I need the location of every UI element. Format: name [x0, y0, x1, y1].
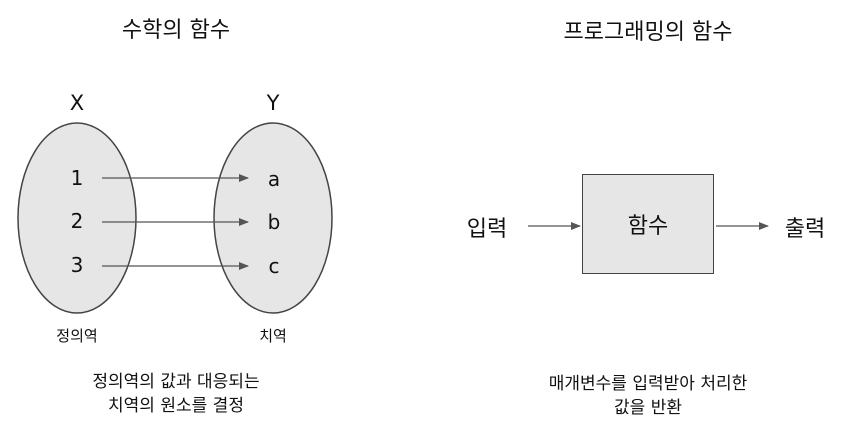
math-description-line-1: 정의역의 값과 대응되는 — [92, 372, 260, 392]
programming-description-line-2: 값을 반환 — [614, 398, 682, 418]
domain-caption: 정의역 — [56, 327, 98, 345]
domain-set-name: X — [69, 91, 85, 115]
codomain-set-name: Y — [266, 91, 280, 115]
codomain-element-b: b — [267, 210, 281, 234]
function-box — [582, 174, 714, 274]
function-box-label: 함수 — [627, 214, 669, 239]
codomain-caption: 치역 — [259, 327, 287, 345]
programming-description-line-1: 매개변수를 입력받아 처리한 — [548, 374, 748, 394]
domain-element-1: 1 — [70, 166, 84, 190]
input-label: 입력 — [466, 217, 508, 242]
domain-element-2: 2 — [70, 209, 84, 233]
codomain-element-a: a — [267, 167, 281, 191]
programming-function-title: 프로그래밍의 함수 — [563, 20, 733, 45]
programming-description: 매개변수를 입력받아 처리한 값을 반환 — [549, 372, 748, 420]
codomain-element-c: c — [268, 254, 280, 278]
output-label: 출력 — [784, 217, 826, 242]
math-description: 정의역의 값과 대응되는 치역의 원소를 결정 — [92, 370, 259, 418]
domain-element-3: 3 — [70, 253, 84, 277]
math-function-title: 수학의 함수 — [121, 18, 231, 43]
math-description-line-2: 치역의 원소를 결정 — [108, 396, 244, 416]
